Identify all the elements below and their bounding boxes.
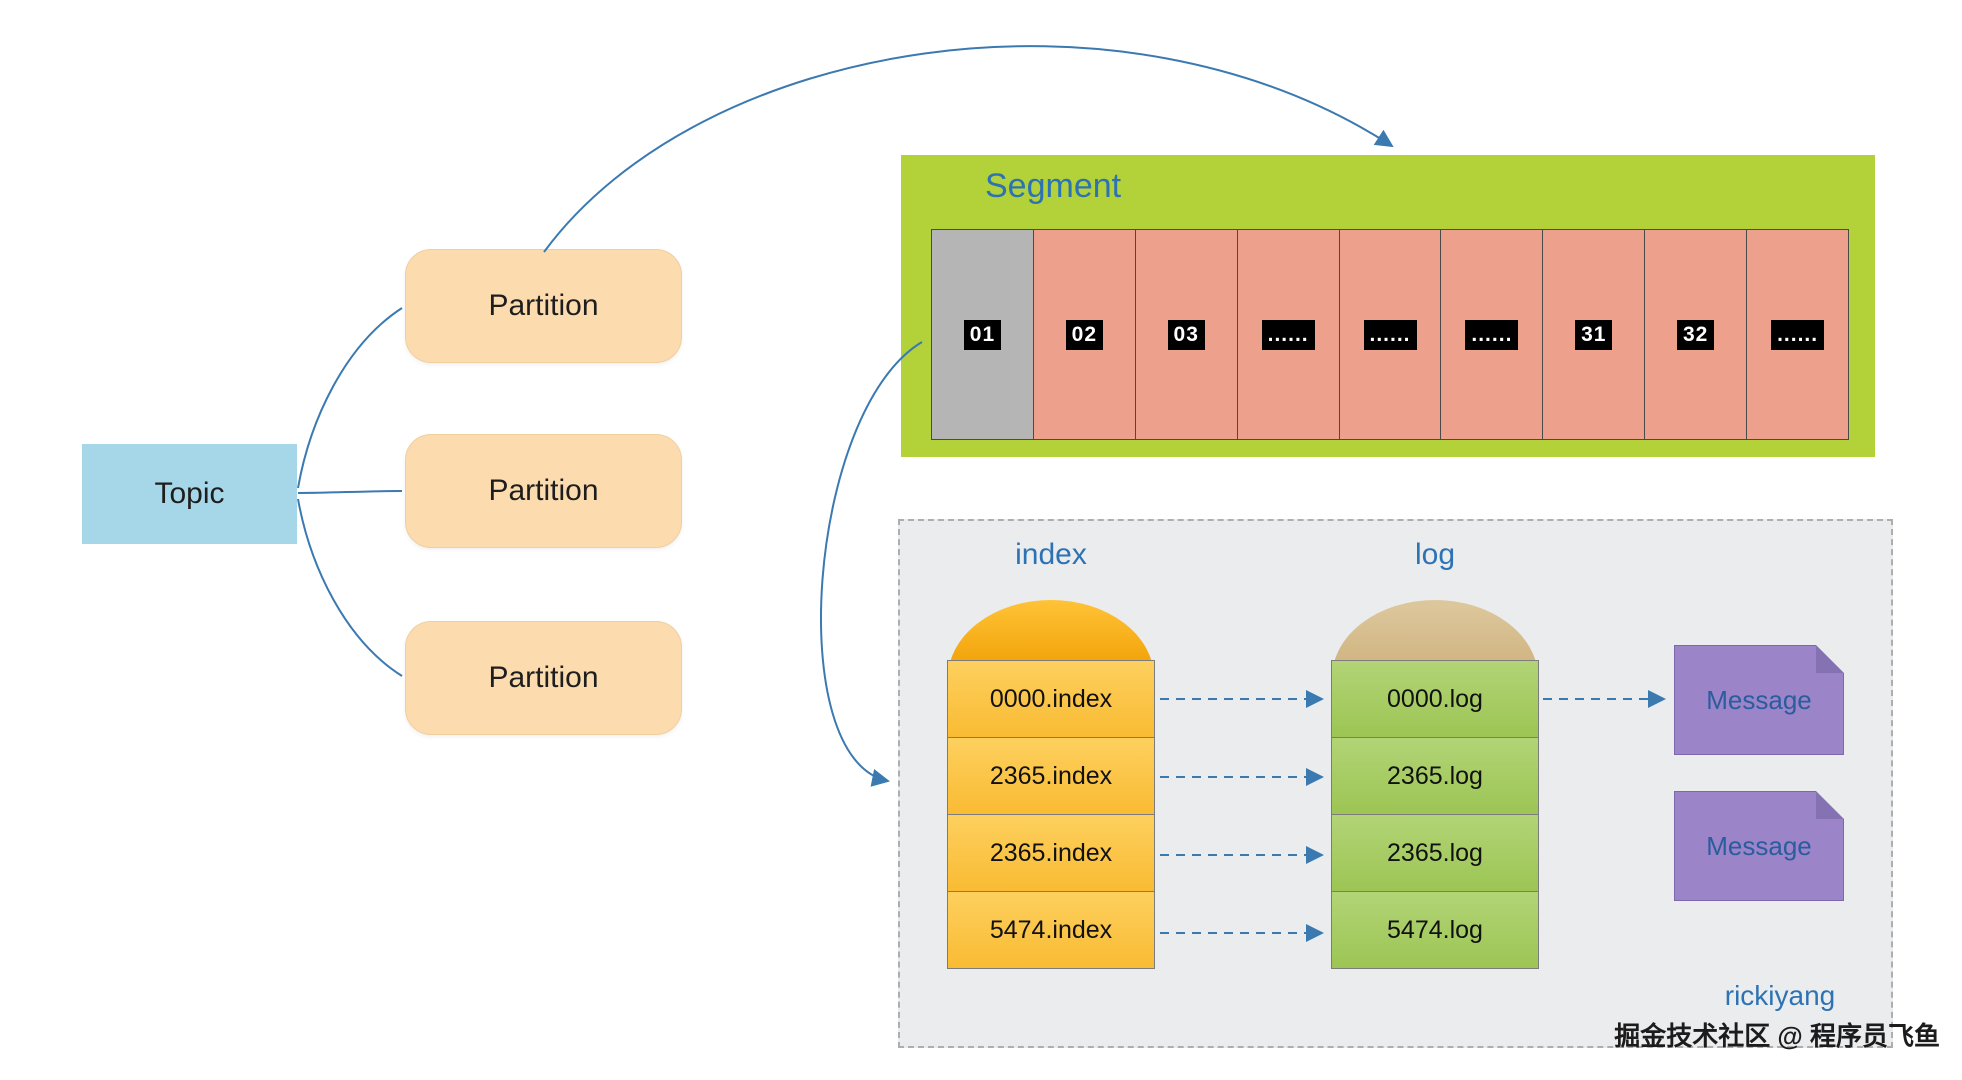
segment-cell-label: 32 xyxy=(1677,319,1715,350)
index-file-row: 0000.index xyxy=(947,660,1155,738)
log-file-row: 2365.log xyxy=(1331,814,1539,892)
partition-label: Partition xyxy=(488,289,599,322)
page-fold-icon xyxy=(1816,645,1844,673)
author-signature: rickiyang xyxy=(1724,980,1836,1011)
segment-cell-label: ...... xyxy=(1363,319,1417,350)
segment-cell: ...... xyxy=(1440,229,1544,440)
segment-cell-row: 01 02 03 ...... ...... ...... 31 32 ....… xyxy=(931,229,1850,440)
connector-topic-partition-2 xyxy=(297,490,403,494)
segment-cell: ...... xyxy=(1746,229,1850,440)
partition-box-1: Partition xyxy=(405,249,682,363)
partition-box-3: Partition xyxy=(405,621,682,735)
index-file-stack: 0000.index 2365.index 2365.index 5474.in… xyxy=(947,660,1155,969)
segment-cell-label: ...... xyxy=(1465,319,1519,350)
log-title: log xyxy=(1414,538,1456,571)
connector-topic-partition-1 xyxy=(297,307,403,489)
watermark-text: 掘金技术社区 @ 程序员飞鱼 xyxy=(1614,1021,1940,1051)
topic-box: Topic xyxy=(82,444,297,544)
segment-cell: 03 xyxy=(1134,229,1238,440)
segment-cell: 01 xyxy=(931,229,1034,440)
index-file-row: 2365.index xyxy=(947,737,1155,815)
message-label: Message xyxy=(1706,684,1812,715)
message-label: Message xyxy=(1706,830,1812,861)
index-title: index xyxy=(1015,538,1087,571)
index-file-row: 5474.index xyxy=(947,891,1155,969)
partition-box-2: Partition xyxy=(405,434,682,548)
log-file-row: 0000.log xyxy=(1331,660,1539,738)
log-file-row: 2365.log xyxy=(1331,737,1539,815)
message-box-1: Message xyxy=(1674,645,1844,755)
segment-container: Segment 01 02 03 ...... ...... ...... 31… xyxy=(901,155,1875,457)
segment-cell-label: 01 xyxy=(963,319,1002,350)
segment-cell: 31 xyxy=(1542,229,1646,440)
connector-topic-partition-3 xyxy=(297,498,403,677)
message-box-2: Message xyxy=(1674,791,1844,901)
segment-cell-label: 02 xyxy=(1065,319,1104,350)
segment-cell: 02 xyxy=(1032,229,1136,440)
partition-label: Partition xyxy=(488,474,599,507)
segment-cell: ...... xyxy=(1236,229,1340,440)
log-file-row: 5474.log xyxy=(1331,891,1539,969)
log-file-stack: 0000.log 2365.log 2365.log 5474.log xyxy=(1331,660,1539,969)
page-fold-icon xyxy=(1816,791,1844,819)
segment-cell: ...... xyxy=(1338,229,1442,440)
index-file-row: 2365.index xyxy=(947,814,1155,892)
segment-cell-label: 31 xyxy=(1575,319,1613,350)
segment-title: Segment xyxy=(985,167,1122,205)
segment-cell: 32 xyxy=(1644,229,1748,440)
partition-label: Partition xyxy=(488,661,599,694)
segment-cell-label: 03 xyxy=(1167,319,1205,350)
segment-cell-label: ...... xyxy=(1771,319,1825,350)
segment-cell-label: ...... xyxy=(1261,319,1315,350)
topic-label: Topic xyxy=(154,477,225,510)
